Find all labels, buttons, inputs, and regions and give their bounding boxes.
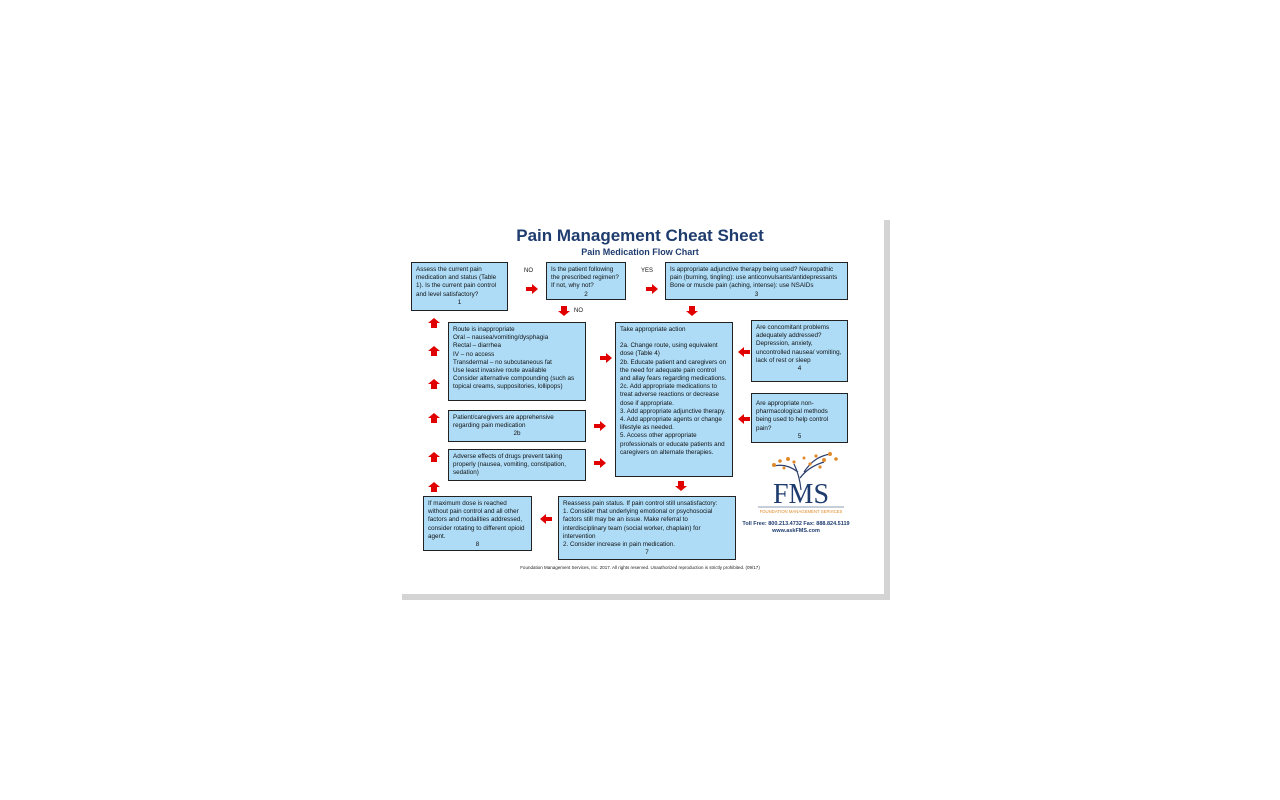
box-7-reassess: Reassess pain status. If pain control st… — [558, 496, 736, 560]
box-take-action: Take appropriate action 2a. Change route… — [615, 322, 733, 477]
contact-phone-fax: Toll Free: 800.213.4732 Fax: 888.824.511… — [742, 521, 850, 527]
box-line: Rectal – diarrhea — [453, 342, 501, 350]
footer-copyright: Foundation Management Services, Inc. 201… — [520, 565, 760, 570]
arrow-down-icon — [558, 306, 570, 316]
arrow-up-icon — [428, 413, 440, 423]
contact-website[interactable]: www.askFMS.com — [772, 528, 820, 534]
arrow-right-icon — [646, 284, 658, 294]
arrow-left-icon — [540, 514, 552, 524]
arrow-up-icon — [428, 379, 440, 389]
step-number: 5 — [797, 432, 802, 440]
box-text: Is the patient following the prescribed … — [551, 266, 619, 290]
page-title: Pain Management Cheat Sheet — [516, 226, 764, 245]
arrow-right-icon — [594, 458, 606, 468]
step-number: 3 — [754, 290, 759, 298]
arrow-right-icon — [526, 284, 538, 294]
page-subtitle: Pain Medication Flow Chart — [581, 247, 699, 257]
box-line: Transdermal – no subcutaneous fat — [453, 358, 552, 366]
box-line: 5. Access other appropriate professional… — [620, 432, 725, 456]
step-number: 7 — [645, 549, 649, 557]
box-2b-apprehensive: Patient/caregivers are apprehensive rega… — [448, 410, 586, 442]
box-line: Oral – nausea/vomiting/dysphagia — [453, 334, 549, 342]
box-route-inappropriate: Route is inappropriate Oral – nausea/vom… — [448, 322, 586, 401]
arrow-down-icon — [675, 481, 687, 491]
box-line: 2. Consider increase in pain medication. — [563, 541, 676, 549]
arrow-left-icon — [738, 414, 750, 424]
box-line: Route is inappropriate — [453, 326, 515, 333]
box-line: Take appropriate action — [620, 326, 686, 333]
arrow-up-icon — [428, 482, 440, 492]
box-adverse-effects: Adverse effects of drugs prevent taking … — [448, 449, 586, 481]
box-line: Consider alternative compounding (such a… — [453, 375, 575, 391]
box-text: Is appropriate adjunctive therapy being … — [670, 266, 838, 290]
fms-logo: FMS FOUNDATION MANAGEMENT SERVICES — [758, 452, 844, 514]
arrow-up-icon — [428, 452, 440, 462]
logo-name: FOUNDATION MANAGEMENT SERVICES — [760, 509, 843, 514]
cheat-sheet-page: Pain Management Cheat Sheet Pain Medicat… — [396, 214, 884, 594]
step-number: 4 — [797, 365, 802, 373]
box-line: 2a. Change route, using equivalent dose … — [620, 342, 718, 358]
arrow-right-icon — [600, 353, 612, 363]
box-text: Patient/caregivers are apprehensive rega… — [453, 414, 554, 430]
box-3-adjunctive: Is appropriate adjunctive therapy being … — [665, 262, 848, 300]
box-line: 3. Add appropriate adjunctive therapy. — [620, 407, 726, 415]
step-number: 2 — [584, 290, 588, 298]
box-text: Adverse effects of drugs prevent taking … — [453, 453, 567, 477]
arrow-right-icon — [594, 421, 606, 431]
box-text: Are appropriate non-pharmacological meth… — [756, 400, 829, 432]
box-1-assess: Assess the current pain medication and s… — [411, 262, 508, 311]
arrow-up-icon — [428, 346, 440, 356]
box-line: 1. Consider that underlying emotional or… — [563, 508, 713, 540]
box-line: 2c. Add appropriate medications to treat… — [620, 383, 720, 407]
box-line: Use least invasive route available — [453, 367, 547, 375]
step-number: 2b — [513, 430, 521, 438]
step-number: 8 — [475, 541, 480, 549]
logo-letters: FMS — [773, 479, 829, 510]
box-5-nonpharm: Are appropriate non-pharmacological meth… — [751, 393, 848, 443]
no-label: NO — [524, 268, 533, 274]
box-8-rotate-opioid: If maximum dose is reached without pain … — [423, 496, 532, 551]
no-label-2: NO — [574, 308, 583, 314]
box-4-concomitant: Are concomitant problems adequately addr… — [751, 320, 848, 382]
box-text: If maximum dose is reached without pain … — [428, 500, 525, 540]
box-line: Reassess pain status. If pain control st… — [563, 500, 718, 507]
arrow-up-icon — [428, 318, 440, 328]
step-number: 1 — [457, 298, 462, 306]
box-text: Are concomitant problems adequately addr… — [756, 324, 842, 364]
box-text: Assess the current pain medication and s… — [416, 266, 497, 298]
yes-label: YES — [641, 268, 654, 274]
arrow-down-icon — [686, 306, 698, 316]
box-line: 4. Add appropriate agents or change life… — [620, 416, 722, 432]
box-2-regimen: Is the patient following the prescribed … — [546, 262, 626, 300]
box-line: 2b. Educate patient and caregivers on th… — [620, 358, 727, 383]
arrow-left-icon — [738, 347, 750, 357]
box-line: IV – no access — [453, 350, 495, 358]
